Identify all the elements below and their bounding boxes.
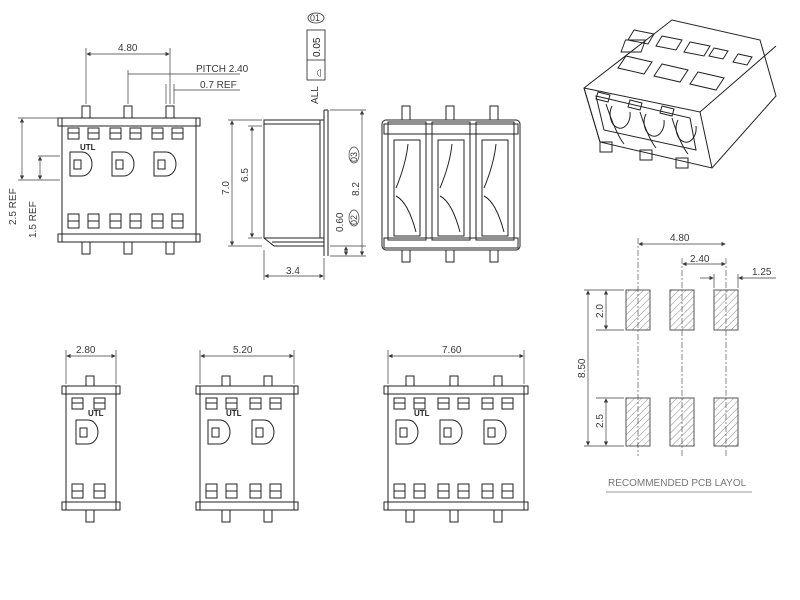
front-dimensions: [18, 48, 240, 181]
side-dimensions: [228, 109, 366, 280]
side-inner-dim: 6.5: [240, 168, 251, 182]
variant-1-logo: UTL: [88, 409, 104, 418]
flatness-callout: [306, 12, 326, 81]
pcb-pitch-dim: 2.40: [690, 254, 710, 265]
datum-2: 02: [349, 215, 359, 225]
side-height-dim: 7.0: [221, 181, 232, 195]
pcb-layout-label: RECOMMENDED PCB LAYOL: [608, 478, 747, 489]
front-left-inner-dim: 1.5 REF: [28, 201, 39, 238]
back-view: [381, 105, 521, 263]
side-datum-circles: [348, 146, 360, 227]
variant-3-logo: UTL: [414, 409, 430, 418]
side-depth-dim: 3.4: [286, 266, 300, 277]
side-lead-dim: 0.60: [335, 212, 346, 232]
front-lead-dim: 0.7 REF: [200, 80, 237, 91]
front-logo: UTL: [80, 143, 96, 152]
isometric-view: [583, 19, 777, 169]
flatness-value: 0.05: [312, 37, 323, 57]
pcb-centerlines: [637, 238, 727, 456]
datum-1: 01: [310, 13, 320, 23]
side-total-dim: 8.2: [351, 182, 362, 196]
variant-1-dimension: [65, 350, 117, 384]
pcb-pad-dim: 1.25: [752, 267, 772, 278]
variant-3-width: 7.60: [442, 345, 462, 356]
variant-1-width: 2.80: [76, 345, 96, 356]
front-view: [57, 105, 201, 255]
variant-1-view: [61, 375, 121, 523]
pcb-dimensions: [584, 241, 776, 447]
variant-2-view: [195, 375, 299, 523]
front-body: [61, 117, 197, 243]
front-width-dim: 4.80: [118, 43, 138, 54]
pcb-pad-top-dim: 2.0: [595, 304, 606, 318]
variant-2-dimension: [199, 350, 295, 384]
variant-3-view: [383, 375, 529, 523]
side-body: [263, 119, 325, 239]
pcb-pad-bottom-dim: 2.5: [595, 414, 606, 428]
side-view: [263, 109, 329, 256]
variant-3-dimension: [387, 350, 525, 384]
flatness-symbol: ⌓: [313, 69, 324, 77]
variant-2-width: 5.20: [233, 345, 253, 356]
pcb-height-dim: 8.50: [577, 358, 588, 378]
flatness-scope: ALL: [310, 86, 321, 104]
front-left-outer-dim: 2.5 REF: [8, 188, 19, 225]
variant-2-logo: UTL: [226, 409, 242, 418]
datum-3: 03: [349, 152, 359, 162]
front-pitch-dim: PITCH 2.40: [196, 64, 249, 75]
pcb-width-dim: 4.80: [670, 233, 690, 244]
